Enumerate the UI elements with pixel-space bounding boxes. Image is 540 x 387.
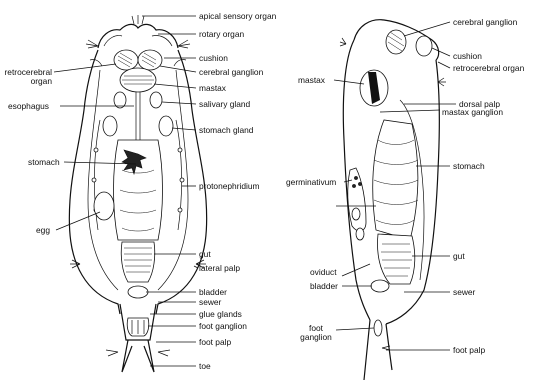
label-rotary-organ: rotary organ [199, 30, 244, 39]
label-mastax: mastax [199, 84, 226, 93]
label-foot-ganglion: foot ganglion [199, 322, 247, 331]
label-protonephridium: protonephridium [199, 182, 260, 191]
label-r-stomach: stomach [453, 162, 485, 171]
label-gut: gut [199, 250, 211, 259]
label-r-mastax: mastax [298, 76, 325, 85]
label-r-oviduct: oviduct [310, 268, 337, 277]
label-salivary-gland: salivary gland [199, 100, 250, 109]
label-bladder: bladder [199, 288, 227, 297]
label-foot-palp: foot palp [199, 338, 231, 347]
label-r-foot-ganglion: foot ganglion [296, 324, 336, 342]
label-r-foot-palp: foot palp [453, 346, 485, 355]
label-esophagus: esophagus [8, 102, 49, 111]
label-r-sewer: sewer [453, 288, 475, 297]
label-toe: toe [199, 362, 211, 371]
label-stomach: stomach [28, 158, 60, 167]
label-r-retrocerebral-organ: retrocerebral organ [453, 64, 524, 73]
label-cerebral-ganglion: cerebral ganglion [199, 68, 263, 77]
label-r-germinativum: germinativum [286, 178, 336, 187]
label-r-cushion: cushion [453, 52, 482, 61]
label-cushion: cushion [199, 54, 228, 63]
label-glue-glands: glue glands [199, 310, 242, 319]
label-lateral-palp: lateral palp [199, 264, 240, 273]
label-sewer: sewer [199, 298, 221, 307]
label-egg: egg [36, 226, 50, 235]
right-rotifer-body [340, 20, 446, 380]
label-r-bladder: bladder [310, 282, 338, 291]
label-retrocerebral-organ: retrocerebral organ [2, 68, 52, 86]
label-r-mastax-ganglion: mastax ganglion [442, 108, 503, 117]
label-r-gut: gut [453, 252, 465, 261]
label-r-cerebral-ganglion: cerebral ganglion [453, 18, 517, 27]
label-stomach-gland: stomach gland [199, 126, 253, 135]
label-apical-sensory-organ: apical sensory organ [199, 12, 276, 21]
left-rotifer-body [69, 15, 206, 372]
